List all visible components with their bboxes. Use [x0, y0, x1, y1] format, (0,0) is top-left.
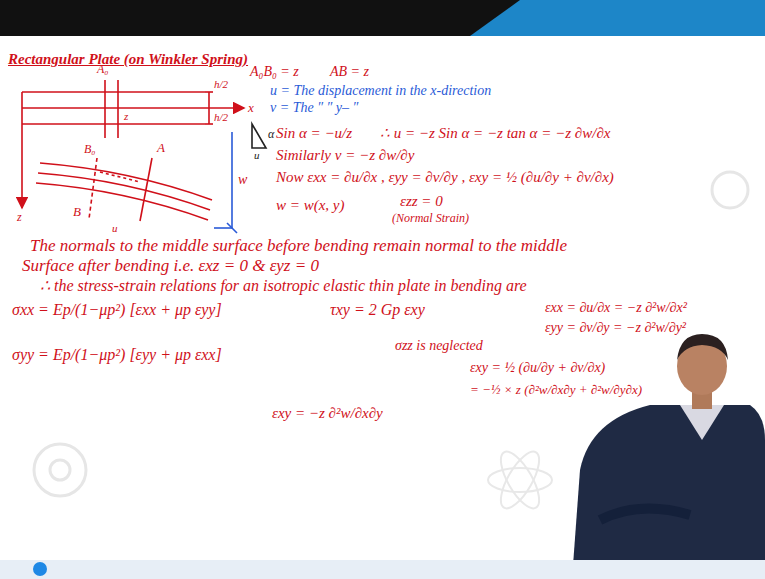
handwritten-note: εyy = ∂v/∂y = −z ∂²w/∂y²	[545, 320, 686, 337]
handwritten-note: εzz = 0	[400, 192, 443, 210]
plate-sketch	[22, 80, 266, 221]
handwritten-note: σzz is neglected	[395, 338, 483, 355]
deformed-bottom	[36, 183, 208, 220]
handwritten-note: x	[248, 100, 254, 116]
handwritten-note: B	[73, 204, 81, 220]
handwritten-note: ∴ the stress-strain relations for an iso…	[40, 276, 527, 295]
handwritten-note: z	[17, 210, 22, 224]
handwritten-note: B₀	[84, 142, 96, 156]
atom-orbit	[494, 446, 547, 513]
handwritten-note: u	[254, 149, 260, 162]
handwritten-note: τxy = 2 Gp εxy	[330, 300, 425, 319]
atom-watermark	[488, 446, 552, 513]
handwritten-note: Surface after bending i.e. εxz = 0 & εyz…	[22, 256, 319, 276]
top-band-dark	[0, 0, 520, 36]
handwritten-note: σxx = Ep/(1−μp²) [εxx + μp εyy]	[12, 300, 222, 319]
handwritten-note: A₀B₀ = z	[250, 64, 299, 81]
handwritten-note: A	[157, 140, 165, 156]
deflection-cross	[227, 223, 237, 233]
deflection-marker	[214, 132, 237, 233]
handwritten-note: εxy = −z ∂²w/∂x∂y	[272, 404, 383, 422]
rotated-normal	[140, 158, 152, 221]
slide-title: Rectangular Plate (on Winkler Spring)	[8, 50, 248, 68]
normal-line	[117, 80, 119, 138]
lecturer-hair	[677, 334, 728, 360]
handwritten-note: = −½ × z (∂²w/∂x∂y + ∂²w/∂y∂x)	[470, 382, 642, 398]
deformed-middle	[38, 173, 210, 210]
atom-orbit	[494, 446, 547, 513]
handwritten-note: u = The displacement in the x-direction	[270, 83, 491, 100]
handwritten-note: h/2	[214, 78, 228, 91]
handwritten-note: (Normal Strain)	[392, 211, 469, 225]
deflection-base	[214, 227, 232, 229]
top-band	[0, 0, 765, 36]
lecturer-collar	[680, 405, 724, 440]
deformed-top	[40, 163, 212, 200]
normal-line	[104, 80, 106, 138]
handwritten-note: εxy = ½ (∂u/∂y + ∂v/∂x)	[470, 360, 605, 377]
logo-icon	[33, 562, 47, 576]
thickness-dimension	[208, 92, 210, 124]
rotated-normal	[89, 158, 97, 219]
gear-ring	[34, 444, 86, 496]
handwritten-note: u	[112, 222, 118, 235]
dimension-tick	[205, 123, 213, 125]
handwritten-note: w	[238, 172, 247, 189]
handwritten-note: ∴ u = −z Sin α = −z tan α = −z ∂w/∂x	[380, 124, 610, 142]
handwritten-note: h/2	[214, 111, 228, 124]
atom-orbit	[488, 468, 552, 492]
handwritten-note: v = The ″ ″ y– ″	[270, 100, 358, 117]
handwritten-note: AB = z	[330, 64, 369, 81]
handwritten-note: A₀	[97, 62, 109, 76]
handwritten-note: α	[268, 127, 274, 141]
z-axis	[21, 92, 23, 208]
gear-hub	[50, 460, 70, 480]
handwritten-note: Similarly v = −z ∂w/∂y	[276, 146, 414, 164]
plate-bottom-line	[22, 123, 205, 125]
handwritten-note: The normals to the middle surface before…	[30, 236, 567, 256]
handwritten-note: εxx = ∂u/∂x = −z ∂²w/∂x²	[545, 300, 687, 317]
x-axis	[22, 107, 244, 109]
offset-line	[100, 172, 140, 182]
angle-triangle	[252, 124, 266, 148]
plate-top-line	[22, 91, 205, 93]
handwritten-note: Sin α = −u/z	[276, 124, 352, 142]
handwritten-note: Now εxx = ∂u/∂x , εyy = ∂v/∂y , εxy = ½ …	[276, 168, 614, 186]
lecturer-body	[572, 405, 765, 579]
dimension-tick	[205, 91, 213, 93]
gear-ring	[712, 172, 748, 208]
lecturer-arm	[600, 509, 690, 520]
handwritten-note: σyy = Ep/(1−μp²) [εyy + μp εxx]	[12, 345, 222, 364]
handwritten-note: w = w(x, y)	[276, 196, 344, 214]
bottom-strip	[0, 560, 765, 579]
deflection-line	[231, 132, 233, 228]
handwritten-note: z	[124, 110, 128, 123]
